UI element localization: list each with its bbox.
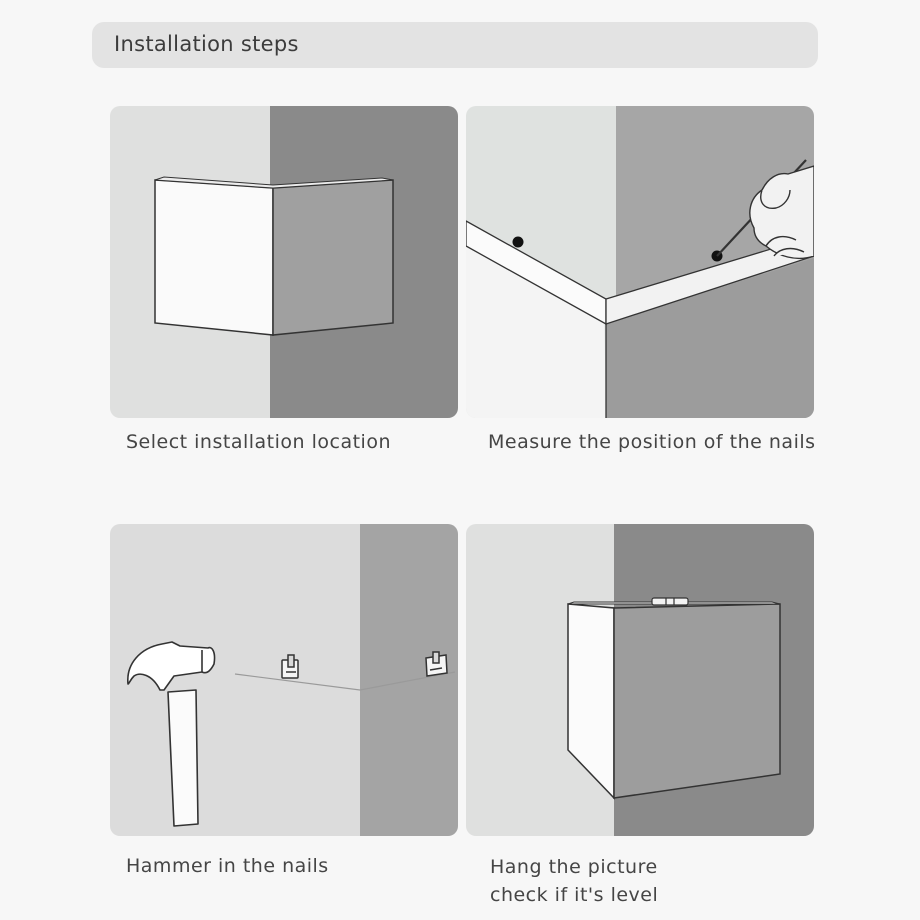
nail-mark-left xyxy=(512,236,524,248)
step-4-caption: Hang the picture check if it's level xyxy=(490,853,658,909)
section-header: Installation steps xyxy=(92,22,818,68)
nail-hook-icon xyxy=(281,654,299,679)
frame-right-face xyxy=(606,258,814,418)
step-2-caption: Measure the position of the nails xyxy=(488,431,816,453)
level-tool-icon xyxy=(651,597,689,606)
section-title: Installation steps xyxy=(114,32,299,56)
frame-left-face xyxy=(154,179,274,336)
step-3-illustration xyxy=(110,524,458,836)
step-4-caption-line-1: Hang the picture xyxy=(490,856,658,878)
step-4-illustration xyxy=(466,524,814,836)
pencil-hand-icon xyxy=(716,159,814,260)
wall-right xyxy=(360,524,458,836)
frame-top-right-edge xyxy=(605,235,814,325)
step-1-caption: Select installation location xyxy=(126,431,391,453)
wall-left xyxy=(110,524,360,836)
frame-left-face xyxy=(466,226,606,418)
step-3-caption: Hammer in the nails xyxy=(126,855,329,877)
frame-right-face xyxy=(272,179,394,336)
step-2-illustration xyxy=(466,106,814,418)
level-guide-line xyxy=(234,671,456,691)
hammer-icon xyxy=(127,641,216,827)
frame-right-face xyxy=(613,603,781,799)
step-1-illustration xyxy=(110,106,458,418)
nail-hook-icon xyxy=(425,651,448,677)
step-4-caption-line-2: check if it's level xyxy=(490,884,659,906)
frame-top-edge xyxy=(154,176,394,189)
